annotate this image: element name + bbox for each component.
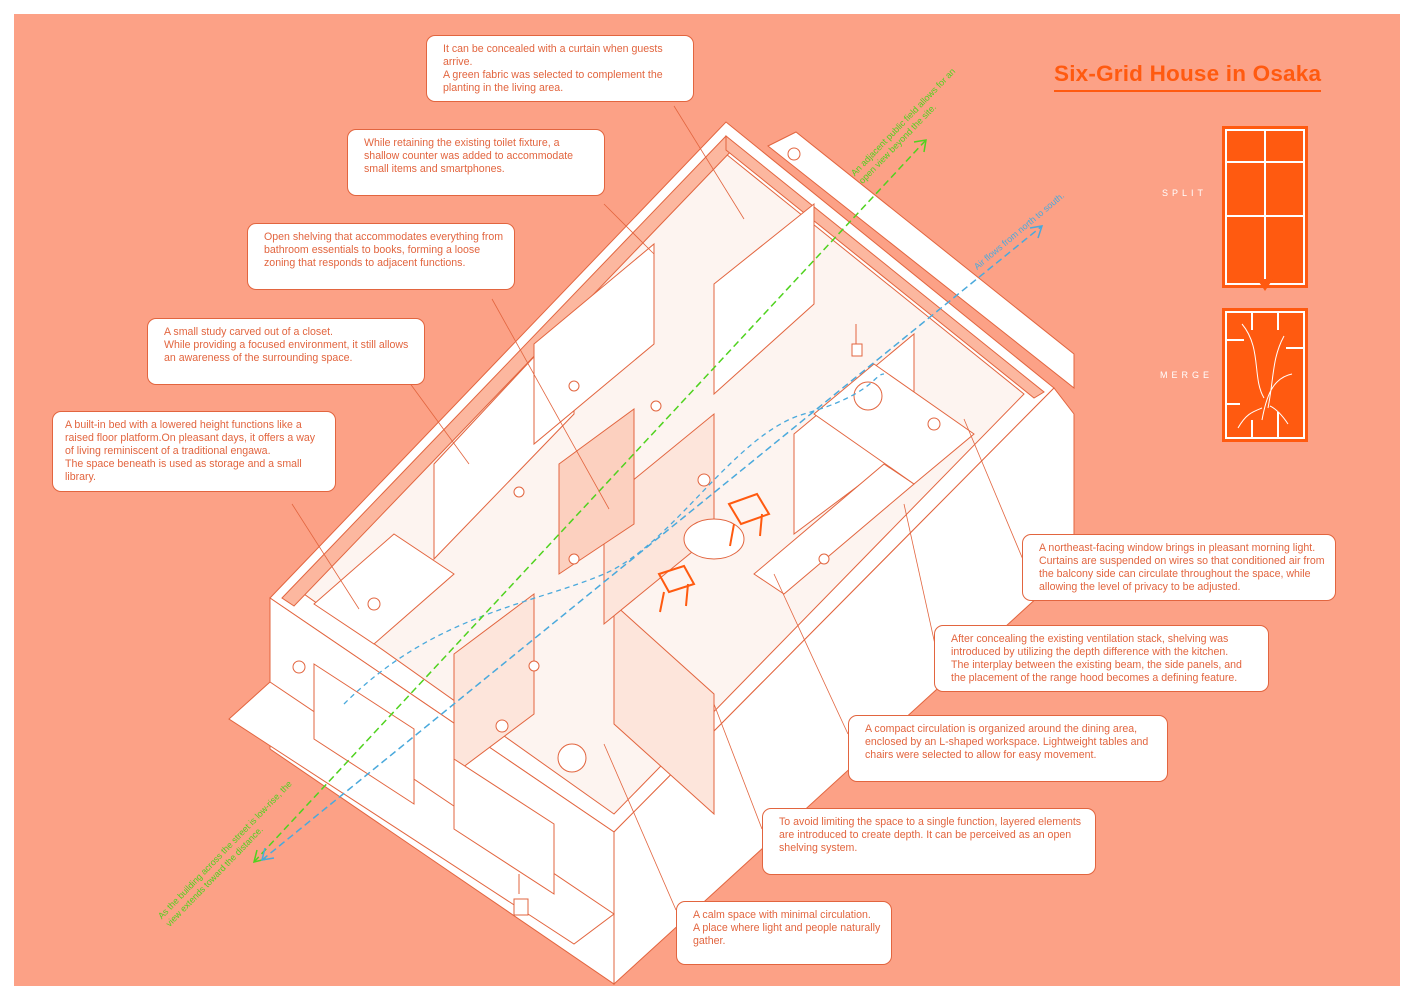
leader-bed [291, 503, 360, 610]
leader-calm [603, 743, 677, 911]
split-to-merge-arrow [1257, 279, 1273, 291]
leader-window [963, 418, 1025, 563]
building-side-face [613, 387, 1075, 986]
figure-head-5 [927, 417, 941, 431]
callout-layered: To avoid limiting the space to a single … [762, 808, 1096, 875]
merge-diagram [1222, 308, 1308, 442]
plant-2 [513, 874, 529, 916]
figure-head-7 [495, 719, 509, 733]
callout-study-line-1: A small study carved out of a closet. [164, 326, 333, 338]
interior-partitions [313, 202, 975, 895]
callout-toilet: While retaining the existing toilet fixt… [347, 129, 605, 196]
window-front-1 [313, 663, 415, 805]
callout-bed: A built-in bed with a lowered height fun… [52, 411, 336, 492]
partition-closet [713, 202, 815, 396]
figure-head-1 [787, 147, 801, 161]
figure-head-4 [697, 473, 711, 487]
leader-toilet [603, 203, 655, 255]
blue-arrow-line [261, 225, 1043, 861]
dining-table [683, 518, 745, 560]
callout-calm-line-1: A calm space with minimal circulation. [693, 909, 871, 921]
callout-ventilation: After concealing the existing ventilatio… [934, 625, 1269, 692]
shelf-layered-1 [453, 593, 535, 775]
stool [557, 743, 587, 773]
roof-strip [767, 131, 1075, 390]
chair-1 [657, 564, 696, 613]
pet-bowl [853, 381, 883, 411]
figure-head-3 [513, 486, 525, 498]
callout-ventilation-line-2: The interplay between the existing beam,… [951, 659, 1242, 684]
figure-head-9 [568, 553, 580, 565]
merge-label: MERGE [1160, 370, 1214, 380]
blue-arrowhead-top [1029, 225, 1044, 239]
window-front-2 [453, 758, 555, 895]
figure-head-8 [367, 597, 381, 611]
leader-lines [291, 105, 1025, 911]
figure-head-2 [568, 380, 580, 392]
chair-2 [727, 492, 771, 547]
figure-head-6 [292, 660, 306, 674]
callout-shelving: Open shelving that accommodates everythi… [247, 223, 515, 290]
callout-curtain-line-2: A green fabric was selected to complemen… [443, 69, 663, 94]
figures [292, 147, 941, 733]
callout-curtain: It can be concealed with a curtain when … [426, 35, 694, 102]
callout-circulation-line-1: A compact circulation is organized aroun… [865, 723, 1149, 761]
callout-layered-line-1: To avoid limiting the space to a single … [779, 816, 1082, 854]
leader-shelving [491, 298, 610, 510]
callout-circulation: A compact circulation is organized aroun… [848, 715, 1168, 782]
callout-window: A northeast-facing window brings in plea… [1022, 534, 1336, 601]
callout-window-line-1: A northeast-facing window brings in plea… [1039, 542, 1325, 593]
page-title: Six-Grid House in Osaka [1054, 61, 1322, 92]
leader-layered [713, 703, 763, 830]
blue-air-arrow [260, 225, 1044, 861]
leader-ventilation [903, 503, 937, 650]
leader-curtain [673, 105, 745, 220]
sheet: An adjacent public field allows for an o… [14, 14, 1400, 986]
partition-bath [533, 242, 655, 446]
callout-calm: A calm space with minimal circulation. A… [676, 901, 892, 965]
merge-grid-border [1225, 311, 1305, 439]
callout-curtain-line-1: It can be concealed with a curtain when … [443, 43, 663, 68]
figure-head-10 [528, 660, 540, 672]
figure-head-11 [818, 553, 830, 565]
leader-circulation [773, 573, 849, 735]
leader-study [408, 381, 470, 465]
shelf-layered-2 [613, 602, 715, 816]
merge-grid-box [1222, 308, 1308, 442]
callout-ventilation-line-1: After concealing the existing ventilatio… [951, 633, 1229, 658]
green-arrowhead-top [913, 139, 927, 153]
plant-1 [851, 324, 863, 357]
callout-bed-line-2: The space beneath is used as storage and… [65, 458, 302, 483]
down-triangle-icon [1257, 279, 1273, 291]
callout-bed-line-1: A built-in bed with a lowered height fun… [65, 419, 316, 457]
blue-arrowhead-bottom [260, 847, 275, 861]
callout-shelving-line-1: Open shelving that accommodates everythi… [264, 231, 504, 269]
axonometric-drawing [228, 105, 1075, 986]
furniture [513, 324, 883, 916]
merge-walls [1226, 312, 1304, 438]
callout-study: A small study carved out of a closet. Wh… [147, 318, 425, 385]
figure-head-12 [650, 400, 662, 412]
bed-platform [313, 533, 455, 645]
wall-band-right [725, 134, 1045, 399]
split-diagram [1222, 126, 1308, 288]
balcony-slab [228, 681, 615, 945]
callout-toilet-line-1: While retaining the existing toilet fixt… [364, 137, 574, 175]
callout-calm-line-2: A place where light and people naturally… [693, 922, 881, 947]
callout-study-line-2: While providing a focused environment, i… [164, 339, 409, 364]
split-label: SPLIT [1162, 188, 1208, 198]
lattice-screen [558, 408, 635, 575]
merge-flow-arrows [1237, 323, 1293, 429]
